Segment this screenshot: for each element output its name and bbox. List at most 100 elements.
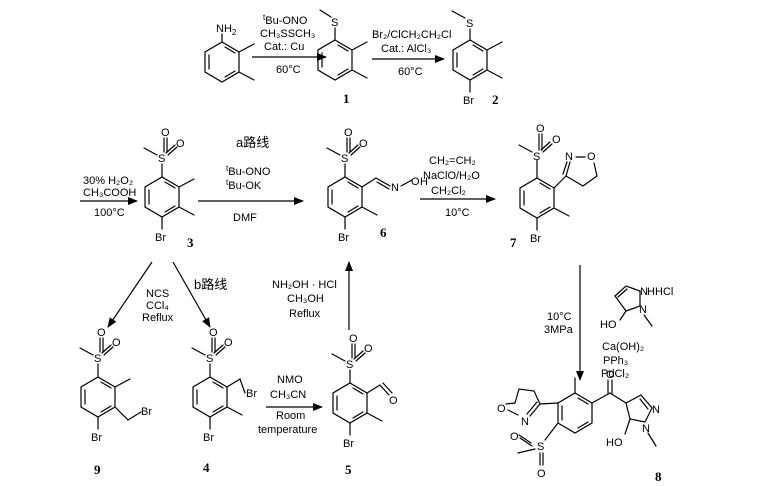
svg-text:Ca(OH)₂: Ca(OH)₂ bbox=[602, 341, 644, 353]
compound-number-9: 9 bbox=[94, 462, 101, 477]
step2-conditions: Br₂/ClCH₂CH₂Cl Cat.: AlCl₃ 60°C bbox=[372, 29, 451, 78]
svg-text:Br: Br bbox=[91, 432, 102, 444]
svg-text:tBu-ONO: tBu-ONO bbox=[263, 13, 308, 27]
svg-text:N: N bbox=[639, 304, 647, 316]
svg-text:S: S bbox=[331, 17, 338, 29]
svg-text:Reflux: Reflux bbox=[289, 308, 321, 320]
svg-text:S: S bbox=[158, 153, 165, 165]
compound-number-7: 7 bbox=[510, 235, 517, 250]
svg-text:O: O bbox=[209, 327, 218, 339]
svg-text:S: S bbox=[341, 153, 348, 165]
svg-text:10°C: 10°C bbox=[547, 311, 572, 323]
route-a: a路线 tBu-ONO tBu-OK DMF bbox=[198, 135, 304, 224]
compound-4: S O O Br Br 4 bbox=[191, 327, 257, 475]
svg-text:N: N bbox=[565, 151, 573, 163]
compound-3: S O O Br 3 bbox=[143, 127, 195, 250]
svg-text:CCl₄: CCl₄ bbox=[146, 300, 169, 312]
svg-text:Br: Br bbox=[155, 232, 166, 244]
svg-text:Br₂/ClCH₂CH₂Cl: Br₂/ClCH₂CH₂Cl bbox=[372, 29, 451, 41]
svg-text:O: O bbox=[537, 468, 546, 480]
svg-text:CH₃CN: CH₃CN bbox=[270, 389, 306, 401]
svg-text:NH₂OH · HCl: NH₂OH · HCl bbox=[272, 279, 337, 291]
svg-text:Br: Br bbox=[338, 232, 349, 244]
svg-text:tBu-OK: tBu-OK bbox=[226, 178, 262, 192]
step3-conditions: 30% H₂O₂ CH₃COOH 100°C bbox=[80, 175, 138, 219]
compound-number-4: 4 bbox=[203, 460, 210, 475]
svg-text:b路线: b路线 bbox=[194, 277, 227, 292]
svg-text:O: O bbox=[606, 369, 615, 381]
step8-conditions: 10°C 3MPa N H HCl N HO Ca(OH)₂ PPh₃ PdCl… bbox=[544, 265, 673, 381]
compound-7: S O O N O Br 7 bbox=[510, 123, 598, 250]
compound-number-6: 6 bbox=[380, 225, 387, 240]
svg-text:CH₃COOH: CH₃COOH bbox=[83, 187, 136, 199]
svg-text:DMF: DMF bbox=[233, 212, 257, 224]
svg-text:N: N bbox=[640, 286, 648, 298]
svg-text:O: O bbox=[510, 431, 519, 443]
svg-text:O: O bbox=[344, 127, 353, 139]
ncs-step: NCS CCl₄ Reflux bbox=[107, 261, 174, 328]
svg-text:O: O bbox=[97, 327, 106, 339]
step7-conditions: CH₂=CH₂ NaClO/H₂O CH₂Cl₂ 10°C bbox=[420, 155, 496, 219]
svg-text:O: O bbox=[587, 151, 596, 163]
svg-text:Cat.: Cu: Cat.: Cu bbox=[264, 41, 304, 53]
svg-text:Reflux: Reflux bbox=[142, 312, 174, 324]
step1-conditions: tBu-ONO CH₃SSCH₃ Cat.: Cu 60°C bbox=[252, 13, 327, 76]
svg-text:O: O bbox=[161, 127, 170, 139]
svg-text:O: O bbox=[536, 123, 545, 135]
svg-text:Room: Room bbox=[276, 410, 305, 422]
svg-text:O: O bbox=[552, 134, 561, 146]
compound-2: S Br 2 bbox=[451, 10, 503, 107]
svg-text:S: S bbox=[466, 18, 473, 30]
svg-text:10°C: 10°C bbox=[445, 207, 470, 219]
svg-text:N: N bbox=[391, 182, 399, 194]
compound-number-5: 5 bbox=[345, 462, 352, 477]
svg-text:PdCl₂: PdCl₂ bbox=[601, 368, 629, 380]
svg-text:tBu-ONO: tBu-ONO bbox=[226, 164, 271, 178]
svg-text:H: H bbox=[420, 176, 428, 188]
compound-number-8: 8 bbox=[655, 469, 662, 484]
compound-5: S O O O Br 5 bbox=[331, 333, 398, 477]
svg-text:60°C: 60°C bbox=[276, 64, 301, 76]
svg-text:S: S bbox=[533, 151, 540, 163]
svg-text:CH₂Cl₂: CH₂Cl₂ bbox=[431, 185, 466, 197]
svg-text:O: O bbox=[411, 176, 420, 188]
svg-text:S: S bbox=[537, 441, 544, 453]
oxime-step: NH₂OH · HCl CH₃OH Reflux bbox=[272, 261, 353, 330]
svg-text:100°C: 100°C bbox=[94, 207, 125, 219]
svg-text:N: N bbox=[652, 404, 660, 416]
route-b: b路线 bbox=[172, 261, 227, 328]
svg-text:O: O bbox=[359, 138, 368, 150]
svg-text:HO: HO bbox=[606, 437, 623, 449]
svg-text:NaClO/H₂O: NaClO/H₂O bbox=[423, 170, 480, 182]
svg-text:S: S bbox=[346, 359, 353, 371]
svg-text:PPh₃: PPh₃ bbox=[603, 355, 628, 367]
svg-text:S: S bbox=[206, 353, 213, 365]
amine-label: NH2 bbox=[216, 23, 237, 37]
svg-text:Br: Br bbox=[246, 388, 257, 400]
compound-number-3: 3 bbox=[187, 235, 194, 250]
svg-text:Cat.: AlCl₃: Cat.: AlCl₃ bbox=[381, 43, 431, 55]
svg-text:O: O bbox=[224, 337, 233, 349]
svg-text:60°C: 60°C bbox=[398, 66, 423, 78]
svg-text:temperature: temperature bbox=[258, 424, 317, 436]
compound-1: S 1 bbox=[317, 9, 368, 106]
compound-number-2: 2 bbox=[492, 92, 499, 107]
svg-text:NCS: NCS bbox=[146, 288, 169, 300]
svg-text:NMO: NMO bbox=[277, 374, 303, 386]
svg-text:O: O bbox=[389, 395, 398, 407]
starting-aniline: NH2 bbox=[204, 23, 255, 83]
svg-text:H: H bbox=[647, 286, 655, 298]
svg-text:Br: Br bbox=[463, 95, 474, 107]
svg-text:HCl: HCl bbox=[655, 286, 673, 298]
compound-8: N O S O O O N N HO 8 bbox=[497, 369, 662, 484]
svg-text:3MPa: 3MPa bbox=[544, 324, 574, 336]
nmo-step: NMO CH₃CN Room temperature bbox=[258, 374, 323, 436]
svg-text:O: O bbox=[364, 343, 373, 355]
svg-text:S: S bbox=[94, 353, 101, 365]
svg-text:O: O bbox=[176, 138, 185, 150]
svg-text:N: N bbox=[521, 416, 529, 428]
svg-text:Br: Br bbox=[530, 233, 541, 245]
svg-text:Br: Br bbox=[203, 432, 214, 444]
svg-text:30% H₂O₂: 30% H₂O₂ bbox=[83, 175, 133, 187]
